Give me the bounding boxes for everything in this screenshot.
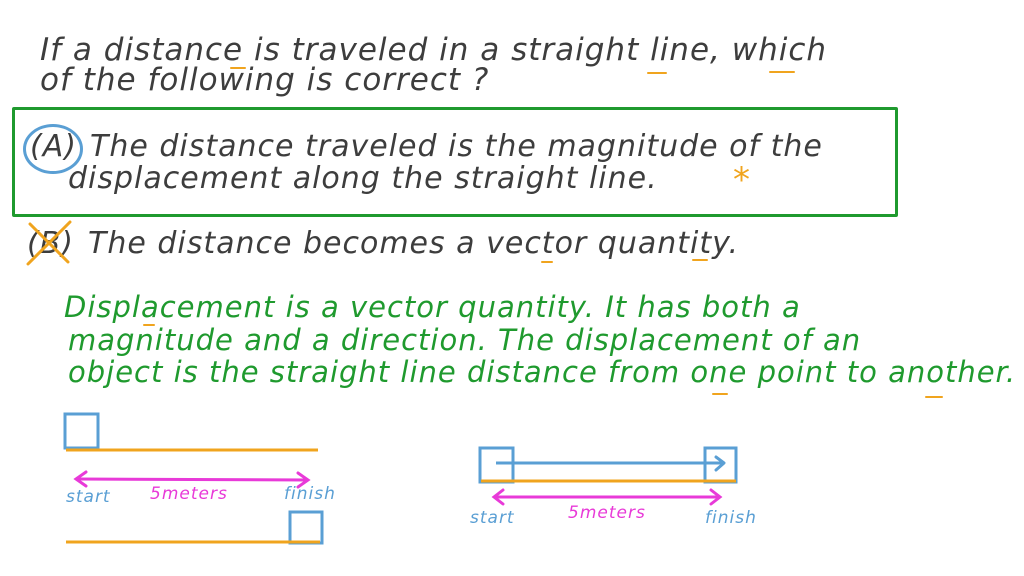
emphasis-underline [925, 396, 943, 398]
emphasis-underline [769, 71, 795, 73]
question-line-2: of the following is correct ? [40, 62, 490, 98]
right-finish-label: finish [705, 508, 757, 528]
explanation-line-1: Displacement is a vector quantity. It ha… [64, 290, 801, 324]
option-a-line-1[interactable]: The distance traveled is the magnitude o… [90, 129, 823, 164]
emphasis-underline [230, 67, 246, 69]
right-start-label: start [470, 508, 515, 528]
option-a-line-2[interactable]: displacement along the straight line. [68, 161, 658, 196]
option-b-text[interactable]: The distance becomes a vector quantity. [88, 226, 740, 261]
emphasis-underline [541, 261, 553, 263]
emphasis-underline [647, 72, 667, 74]
asterisk-icon: * [733, 160, 751, 200]
question-line-1: If a distance is traveled in a straight … [40, 32, 828, 68]
option-b-letter[interactable]: (B) [27, 226, 74, 261]
distance-arrow [75, 477, 309, 482]
right-distance-label: 5meters [568, 503, 646, 523]
left-start-label: start [66, 487, 111, 507]
left-distance-label: 5meters [150, 484, 228, 504]
explanation-line-2: magnitude and a direction. The displacem… [68, 323, 862, 357]
emphasis-underline [712, 393, 728, 395]
left-finish-label: finish [284, 484, 336, 504]
object-finish-box [288, 510, 324, 545]
explanation-line-3: object is the straight line distance fro… [68, 355, 1017, 389]
correct-answer-box [12, 107, 898, 217]
emphasis-underline [143, 324, 155, 326]
object-finish-box [703, 446, 738, 484]
object-start-box [63, 412, 100, 450]
emphasis-underline [692, 259, 708, 261]
object-start-box [478, 446, 515, 484]
selected-answer-circle [23, 124, 83, 174]
option-a-letter[interactable]: (A) [30, 129, 77, 164]
